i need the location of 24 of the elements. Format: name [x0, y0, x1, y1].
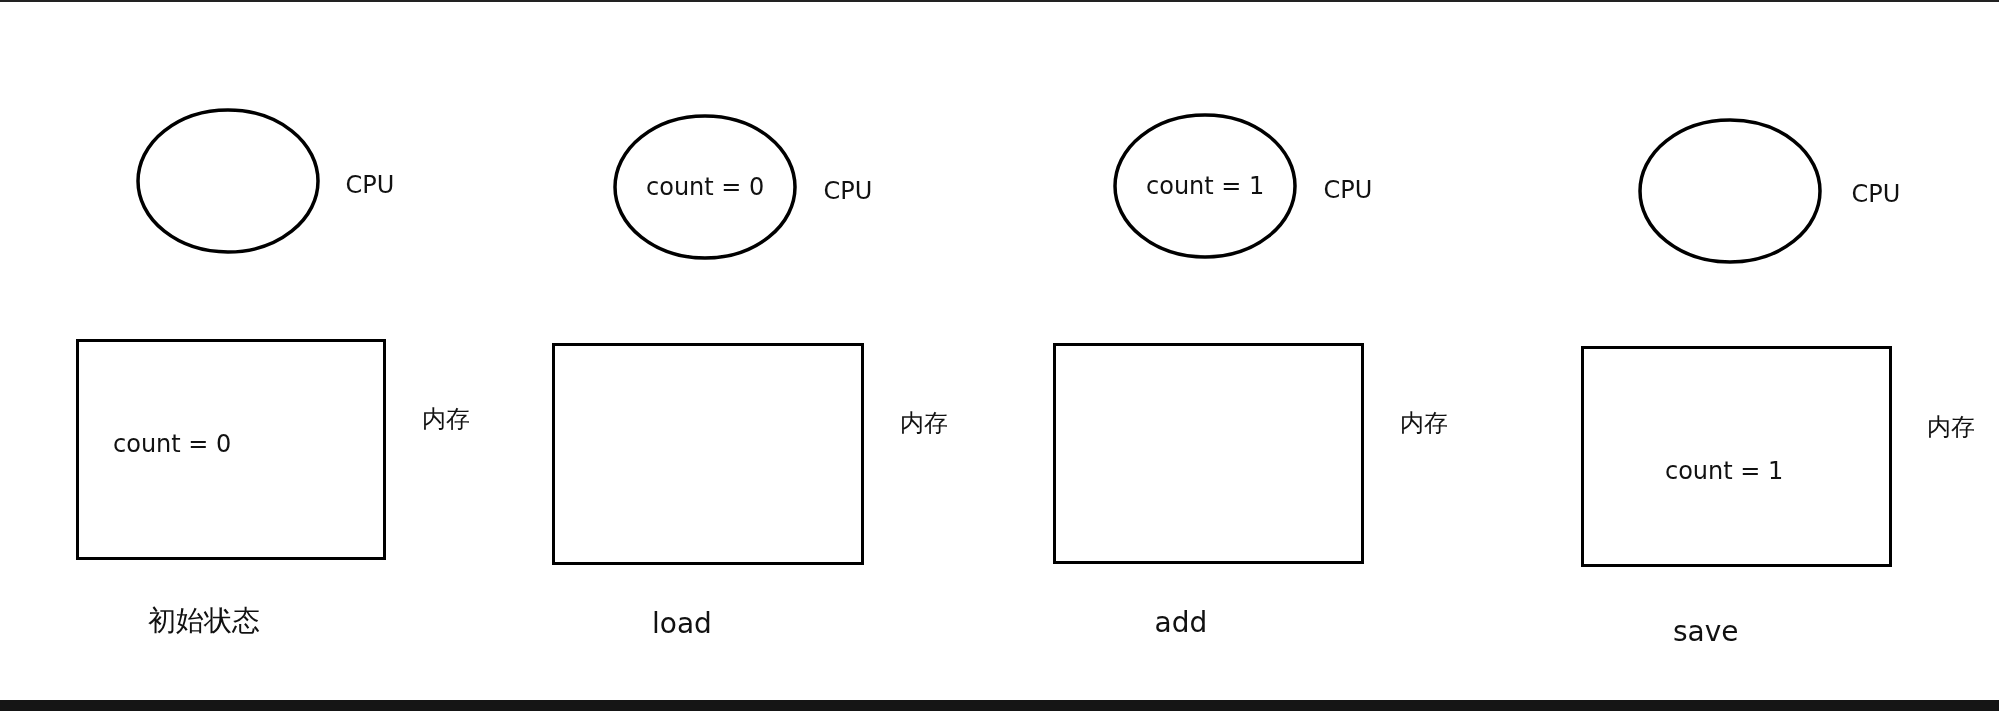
step-label: save	[1673, 614, 1739, 648]
memory-box	[1053, 343, 1364, 564]
memory-box	[552, 343, 864, 565]
value-text: count = 0	[646, 173, 765, 201]
value-text: count = 1	[1146, 172, 1265, 200]
step-label: add	[1154, 605, 1208, 639]
value-text: count = 0	[113, 429, 232, 458]
cpu-ellipse	[613, 114, 797, 260]
cpu-label: CPU	[1323, 176, 1373, 204]
memory-label: 内存	[900, 408, 948, 439]
cpu-label: CPU	[1851, 180, 1901, 208]
value-text: count = 1	[1664, 456, 1784, 485]
memory-label: 内存	[1927, 412, 1975, 443]
memory-box	[1581, 346, 1892, 567]
memory-label: 内存	[422, 404, 470, 435]
cpu-ellipse	[136, 108, 320, 254]
cpu-label: CPU	[345, 171, 395, 199]
memory-box	[76, 339, 386, 560]
cpu-ellipse	[1113, 113, 1297, 259]
step-label: 初始状态	[148, 603, 260, 639]
memory-label: 内存	[1400, 408, 1448, 439]
cpu-label: CPU	[823, 177, 873, 205]
cpu-ellipse	[1638, 118, 1822, 264]
step-label: load	[652, 606, 712, 640]
